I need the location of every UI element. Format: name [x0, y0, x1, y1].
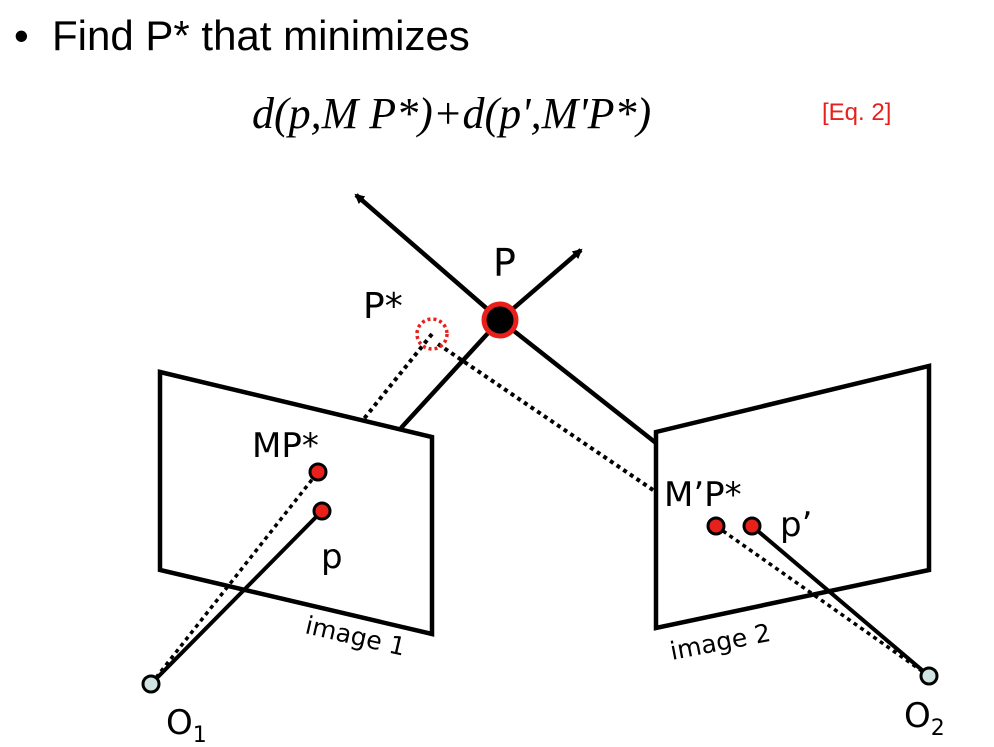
equation-tag: [Eq. 2]: [822, 99, 892, 126]
dotted-ray-to-image-2: [436, 342, 658, 494]
marker-m-prime-p-star: [706, 516, 726, 536]
marker-mp-star: [308, 462, 328, 482]
point-p: [481, 301, 519, 339]
label-o2: O2: [904, 696, 945, 741]
ray-to-image-1: [399, 318, 502, 430]
label-p-prime: p’: [780, 505, 812, 545]
label-p-observed: p: [321, 537, 343, 577]
marker-p-prime: [742, 516, 762, 536]
image-plane-2: [653, 363, 932, 631]
label-o2-sub: 2: [931, 716, 945, 741]
marker-p: [312, 501, 332, 521]
image-plane-1: [157, 369, 435, 637]
label-p: P: [493, 241, 516, 285]
camera-center-o1: [141, 674, 161, 694]
label-m-prime-p-star: M’P*: [664, 475, 742, 515]
label-o2-letter: O: [904, 696, 931, 736]
label-o1-letter: O: [166, 703, 193, 743]
label-o1-sub: 1: [193, 723, 207, 747]
label-o1: O1: [166, 703, 207, 747]
ray-o1-to-mp: [149, 470, 320, 686]
heading: • Find P* that minimizes: [14, 8, 470, 64]
ray-to-upper-left: [354, 193, 502, 322]
ray-o2-to-p: [750, 524, 931, 678]
ray-o1-to-p: [149, 509, 324, 686]
ray-to-image-2: [498, 318, 658, 445]
camera-center-o2: [919, 666, 939, 686]
equation: d(p,M P*)+d(p',M'P*): [252, 89, 652, 138]
heading-text: Find P* that minimizes: [52, 12, 470, 59]
label-mp-star: MP*: [252, 426, 319, 466]
dotted-ray-to-image-1: [361, 332, 434, 422]
label-p-star: P*: [363, 286, 403, 327]
label-image-2: image 2: [668, 618, 773, 666]
estimated-point-p-star: [415, 317, 449, 351]
ray-o2-to-mp: [714, 524, 931, 678]
bullet-glyph: •: [14, 12, 29, 59]
